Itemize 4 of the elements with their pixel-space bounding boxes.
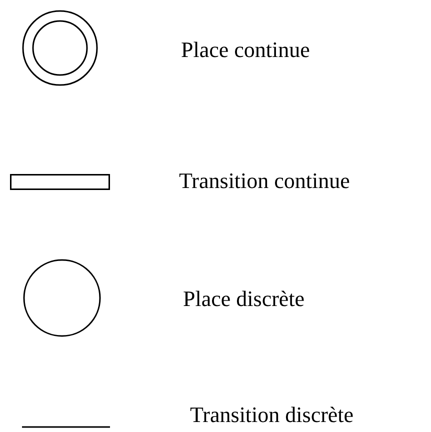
legend-label: Transition continue: [179, 168, 350, 194]
legend-label: Transition discrète: [190, 402, 354, 428]
legend-label: Place discrète: [183, 286, 305, 312]
legend-label: Place continue: [181, 37, 310, 63]
